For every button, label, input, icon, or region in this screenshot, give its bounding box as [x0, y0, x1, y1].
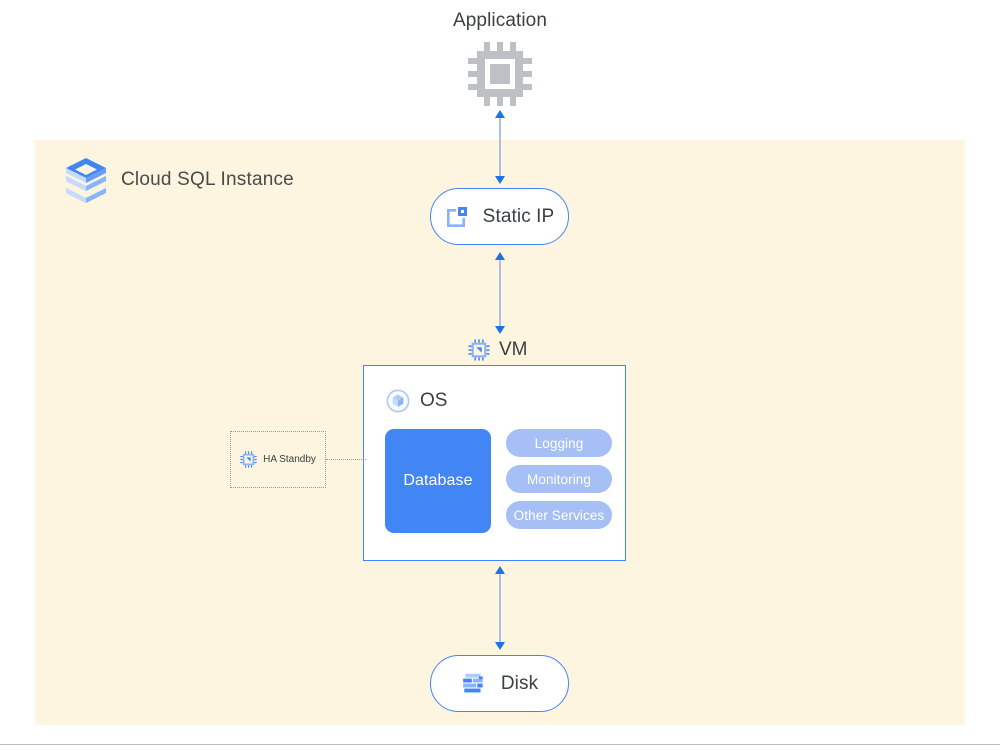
arrowhead-down-icon: [495, 326, 505, 334]
ha-standby-label: HA Standby: [263, 454, 316, 465]
connector-static-ip-to-vm: [493, 252, 507, 334]
vm-label: VM: [499, 339, 528, 360]
service-pill-logging[interactable]: Logging: [506, 429, 612, 457]
cloud-sql-instance-title: Cloud SQL Instance: [64, 155, 294, 205]
services-stack: Logging Monitoring Other Services: [506, 429, 612, 529]
arrowhead-down-icon: [495, 642, 505, 650]
connector-shaft: [499, 115, 501, 179]
application-node: Application: [420, 10, 580, 110]
os-disc-icon: [386, 389, 410, 413]
service-label: Logging: [534, 435, 584, 451]
vm-chip-icon: [240, 451, 257, 468]
service-pill-other-services[interactable]: Other Services: [506, 501, 612, 529]
os-label: OS: [420, 390, 448, 411]
connector-shaft: [499, 257, 501, 329]
persistent-disk-icon: [462, 673, 483, 692]
disk-label: Disk: [500, 672, 539, 694]
disk-node[interactable]: Disk: [430, 655, 569, 712]
service-label: Other Services: [513, 507, 605, 523]
bottom-divider: [0, 744, 1000, 745]
connector-vm-to-disk: [493, 566, 507, 650]
arrowhead-up-icon: [495, 566, 505, 574]
static-ip-label: Static IP: [482, 205, 555, 227]
static-ip-icon: [446, 206, 467, 227]
service-label: Monitoring: [526, 471, 592, 487]
connector-shaft: [499, 571, 501, 645]
arrowhead-up-icon: [495, 110, 505, 118]
os-label-group: OS: [386, 389, 447, 413]
cloud-sql-instance-label: Cloud SQL Instance: [121, 169, 294, 190]
connector-ha-standby-to-vm: [326, 459, 366, 460]
arrowhead-down-icon: [495, 176, 505, 184]
ha-standby-node[interactable]: HA Standby: [230, 431, 326, 488]
cpu-chip-icon: [468, 42, 532, 106]
cloud-sql-stack-icon: [66, 158, 106, 203]
application-icon-wrap: [420, 38, 580, 110]
vm-box: OS Database Logging Monitoring Other Ser…: [363, 365, 626, 561]
vm-label-group: VM: [468, 339, 528, 361]
vm-chip-icon: [468, 339, 490, 361]
service-pill-monitoring[interactable]: Monitoring: [506, 465, 612, 493]
arrowhead-up-icon: [495, 252, 505, 260]
static-ip-node[interactable]: Static IP: [430, 188, 569, 245]
database-label: Database: [403, 472, 473, 489]
connector-application-to-static-ip: [493, 110, 507, 184]
database-block[interactable]: Database: [385, 429, 491, 533]
application-label: Application: [452, 10, 548, 31]
